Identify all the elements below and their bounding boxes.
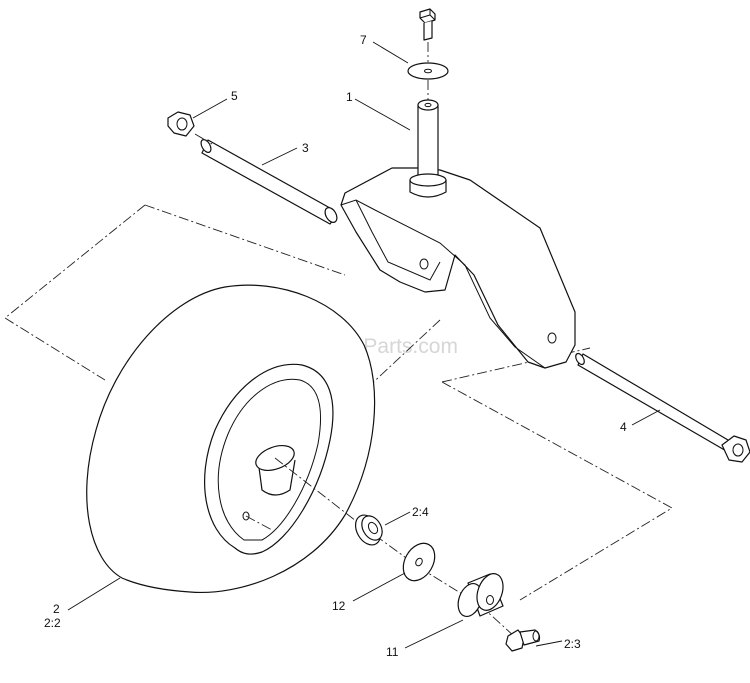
callout-1: 1: [346, 90, 353, 104]
part-11-spacer: [457, 573, 504, 618]
callout-3: 3: [302, 141, 309, 155]
leader-3: [261, 147, 298, 166]
callout-5: 5: [231, 89, 238, 103]
callout-2-3: 2:3: [564, 637, 581, 651]
leader-1: [354, 98, 411, 131]
callout-7: 7: [360, 33, 367, 47]
part-2-3-grease-fitting: [505, 629, 541, 652]
callout-4: 4: [620, 420, 627, 434]
leader-5: [192, 98, 228, 119]
leader-11: [404, 619, 464, 649]
part-12-washer: [402, 542, 436, 582]
part-1-fork: [340, 167, 576, 369]
part-4-axle-bolt: [575, 352, 750, 463]
callout-2-4: 2:4: [412, 505, 429, 519]
spacer-axis: [194, 133, 213, 145]
callout-12: 12: [332, 599, 346, 613]
part-5-nut: [167, 111, 195, 137]
grease-axis: [245, 515, 273, 531]
part-7-washer: [407, 62, 449, 80]
part-2-4-bearing: [354, 514, 383, 546]
leader-12: [352, 572, 406, 602]
part-3-spacer-tube: [200, 139, 338, 225]
callout-11: 11: [386, 645, 399, 659]
part-1-kingpin: [409, 99, 447, 198]
leader-2-4: [384, 511, 411, 526]
leader-2-3: [535, 640, 563, 647]
callout-2-2: 2:2: [44, 616, 61, 630]
part-7-bolt: [419, 8, 436, 41]
leader-2: [67, 577, 121, 611]
leader-4: [631, 409, 661, 426]
leader-7: [372, 41, 409, 64]
callout-2: 2: [53, 602, 60, 616]
part-2-wheel: [86, 284, 376, 594]
